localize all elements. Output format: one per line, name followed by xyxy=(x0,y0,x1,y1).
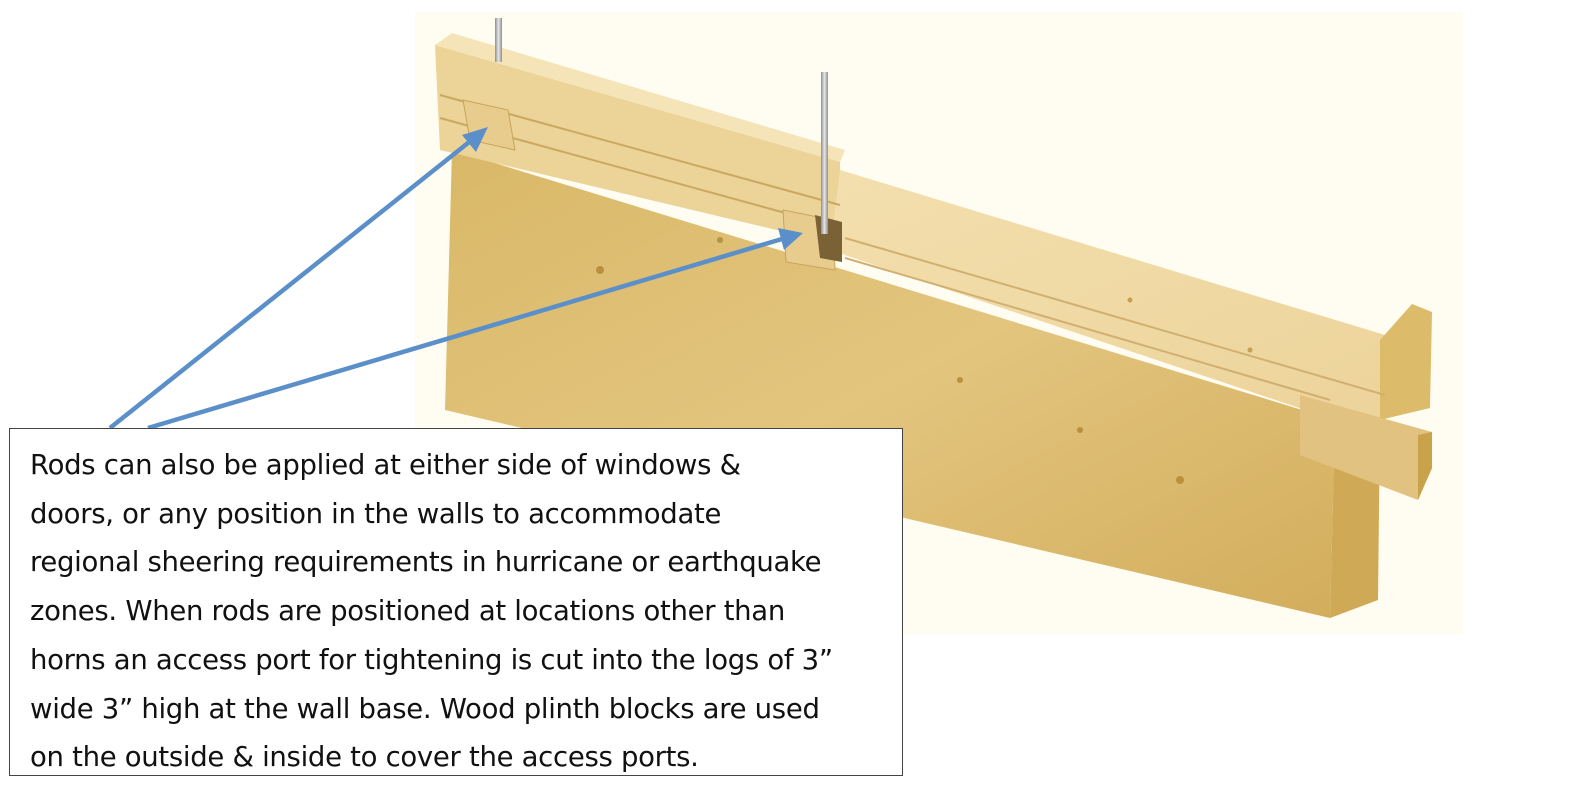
log-groove xyxy=(844,237,1386,396)
callout-line: zones. When rods are positioned at locat… xyxy=(30,595,785,628)
callout-line: doors, or any position in the walls to a… xyxy=(30,497,722,530)
log-groove xyxy=(844,257,1331,401)
protruding-log-end xyxy=(1418,432,1432,500)
arrow-to-left-plinth xyxy=(108,127,488,430)
rod-placement-callout: Rods can also be applied at either side … xyxy=(9,428,903,776)
threaded-rod-right xyxy=(821,72,828,234)
arrow-to-right-plinth xyxy=(147,228,803,431)
upper-log-top xyxy=(435,33,845,162)
protruding-log xyxy=(1300,395,1432,500)
log-wall-top-face xyxy=(830,170,1420,420)
threaded-rod-left xyxy=(495,18,502,62)
log-wall-front-face xyxy=(445,150,1335,618)
callout-line: regional sheering requirements in hurric… xyxy=(30,546,822,579)
upper-log-front xyxy=(435,45,840,245)
callout-line: horns an access port for tightening is c… xyxy=(30,643,833,676)
callout-line: wide 3” high at the wall base. Wood plin… xyxy=(30,692,820,725)
right-end-log xyxy=(1380,304,1432,420)
callout-line: Rods can also be applied at either side … xyxy=(30,449,741,481)
callout-line: on the outside & inside to cover the acc… xyxy=(30,741,699,774)
